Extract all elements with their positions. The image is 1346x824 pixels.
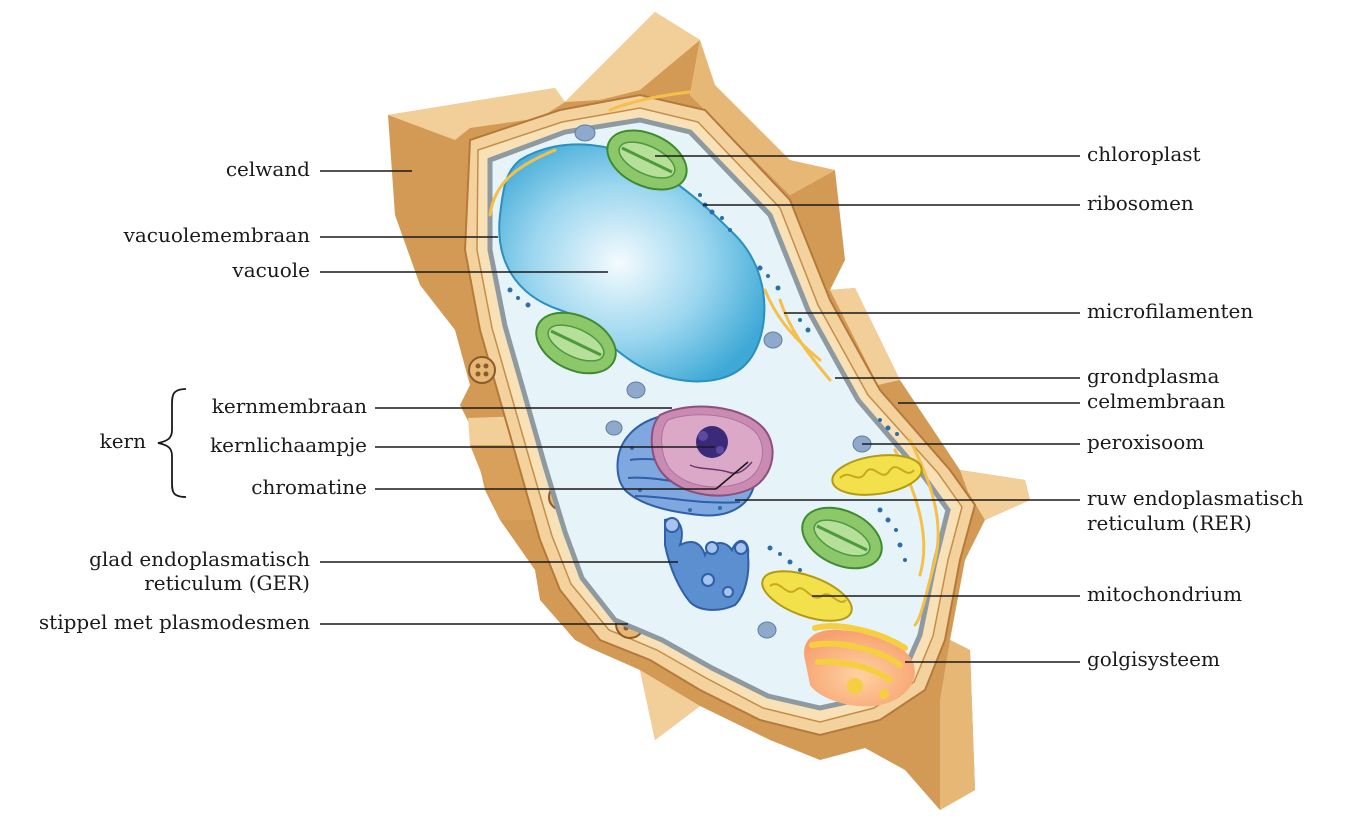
label-microfilamenten: microfilamenten — [1087, 299, 1253, 323]
label-stippel: stippel met plasmodesmen — [39, 610, 310, 634]
label-ribosomen: ribosomen — [1087, 191, 1194, 215]
label-kern: kern — [100, 429, 147, 453]
label-rer-line2: reticulum (RER) — [1087, 511, 1252, 535]
label-golgisysteem: golgisysteem — [1087, 647, 1220, 671]
label-ger-line2: reticulum (GER) — [144, 571, 310, 595]
label-chromatine: chromatine — [251, 475, 367, 499]
label-vacuolemembraan: vacuolemembraan — [123, 223, 311, 247]
label-celwand: celwand — [226, 157, 310, 181]
label-rer-line1: ruw endoplasmatisch — [1087, 486, 1304, 510]
label-kernlichaampje: kernlichaampje — [210, 433, 367, 457]
pit-plasmodesma-icon — [469, 357, 495, 383]
kern-brace — [158, 389, 186, 497]
label-grondplasma: grondplasma — [1087, 364, 1219, 388]
label-mitochondrium: mitochondrium — [1087, 582, 1242, 606]
nucleolus — [696, 426, 728, 458]
label-kernmembraan: kernmembraan — [212, 394, 367, 418]
label-peroxisoom: peroxisoom — [1087, 430, 1204, 454]
label-vacuole: vacuole — [231, 258, 310, 282]
label-ger-line1: glad endoplasmatisch — [89, 547, 310, 571]
label-chloroplast: chloroplast — [1087, 142, 1201, 166]
label-celmembraan: celmembraan — [1087, 389, 1225, 413]
